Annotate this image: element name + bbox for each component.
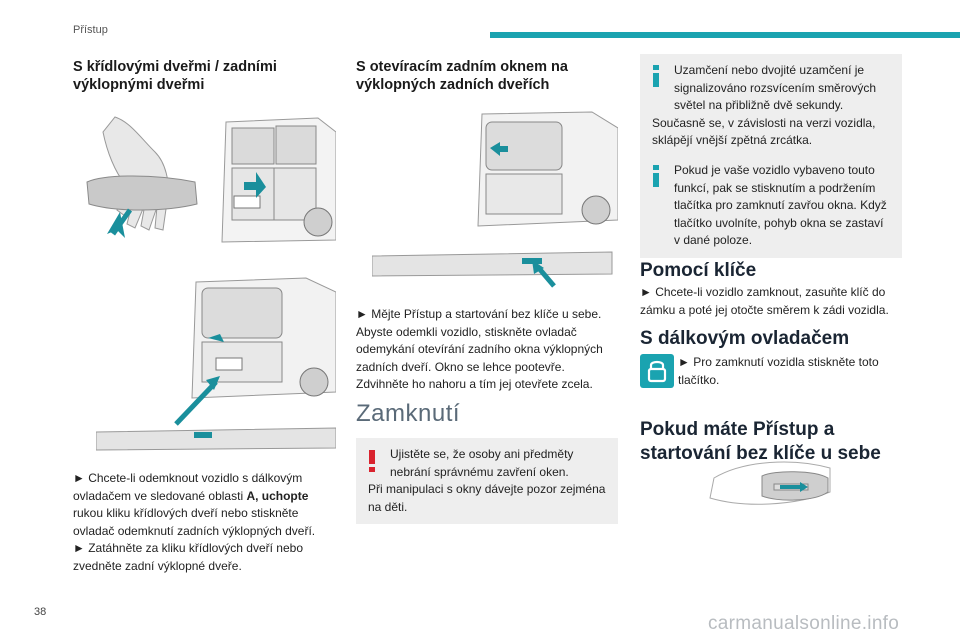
watermark: carmanualsonline.info [708, 613, 900, 634]
col1-text: ► Chcete-li odemknout vozidlo s dálkovým… [73, 470, 335, 575]
figure-hand-handle [85, 112, 203, 242]
figure-door-handle-keyless [704, 452, 834, 524]
info2-text: Pokud je vaše vozidlo vybaveno touto fun… [674, 163, 887, 247]
header-accent-bar [490, 32, 960, 38]
section-title-key: Pomocí klíče [640, 260, 757, 281]
col1-para1: ► Chcete-li odemknout vozidlo s dálkovým… [73, 471, 316, 538]
warning-line1: Ujistěte se, že osoby ani předměty nebrá… [390, 447, 574, 479]
warning-line2: Při manipulaci s okny dávejte pozor zejm… [368, 482, 606, 514]
header-section-label: Přístup [73, 24, 108, 36]
col2-para1: ► Mějte Přístup a startování bez klíče u… [356, 307, 603, 391]
info1-line1: Uzamčení nebo dvojité uzamčení je signal… [674, 63, 877, 112]
section-title-remote: S dálkovým ovladačem [640, 328, 850, 349]
info-callout-2: Pokud je vaše vozidlo vybaveno touto fun… [640, 154, 902, 258]
lock-remote-icon [640, 354, 674, 388]
remote-block: ► Pro zamknutí vozidla stiskněte toto tl… [640, 354, 902, 390]
column-2: S otevíracím zadním oknem na výklopných … [356, 58, 618, 94]
col2-text: ► Mějte Přístup a startování bez klíče u… [356, 306, 618, 394]
col1-para2: ► Zatáhněte za kliku křídlových dveří ne… [73, 541, 303, 573]
page-number: 38 [34, 606, 47, 618]
section-title-lock: Zamknutí [356, 400, 461, 427]
figure-tailgate-rear [96, 272, 336, 462]
heading-wing-doors: S křídlovými dveřmi / zadními výklopnými… [73, 59, 277, 93]
remote-text: ► Pro zamknutí vozidla stiskněte toto tl… [678, 355, 879, 387]
figure-rear-window [372, 110, 618, 290]
info-callout-1: Uzamčení nebo dvojité uzamčení je signal… [640, 54, 902, 158]
info1-line2: Současně se, v závislosti na verzi vozid… [652, 115, 876, 148]
info-icon [653, 65, 659, 87]
key-text-block: ► Chcete-li vozidlo zamknout, zasuňte kl… [640, 284, 902, 319]
figure-wing-doors-rear [218, 112, 336, 247]
section-title-keyless: Pokud máte Přístup a startování bez klíč… [640, 419, 881, 464]
heading-opening-rear-window: S otevíracím zadním oknem na výklopných … [356, 59, 568, 93]
warning-icon [369, 450, 375, 472]
warning-callout: Ujistěte se, že osoby ani předměty nebrá… [356, 438, 618, 524]
info-icon [653, 165, 659, 187]
column-1: S křídlovými dveřmi / zadními výklopnými… [73, 58, 335, 94]
key-text: ► Chcete-li vozidlo zamknout, zasuňte kl… [640, 285, 889, 317]
